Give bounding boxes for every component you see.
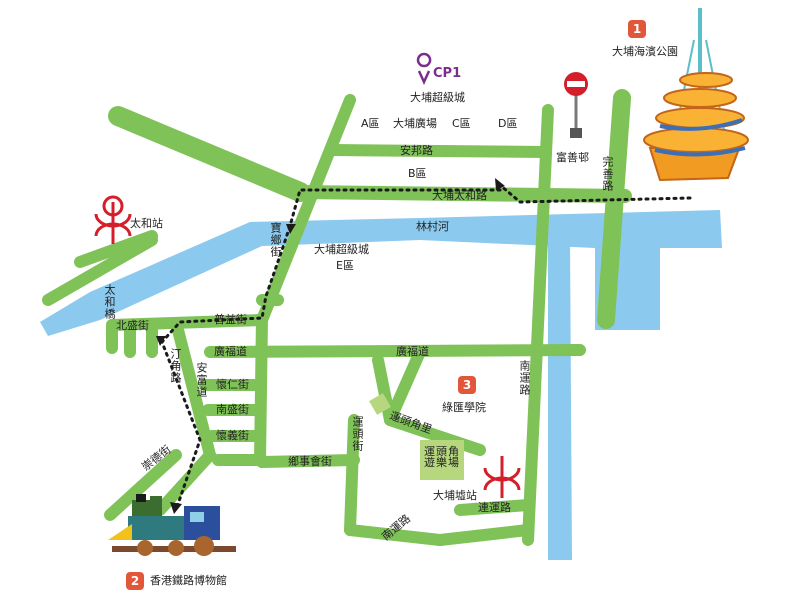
road-tai-po-tai-wo: 大埔太和路 [432, 189, 487, 202]
route-arrow-2 [286, 224, 296, 234]
river-lam-tsuen: 林村河 [416, 220, 449, 233]
landmark-3-badge: 3 [458, 376, 476, 394]
park-name: 大埔海濱公園 [612, 45, 678, 58]
playground-text: 運頭角遊樂場 [424, 445, 460, 469]
road-pak-shing: 北盛街 [116, 319, 149, 332]
road-po-yick: 普益街 [214, 313, 247, 326]
road-nam-shing: 南盛街 [216, 403, 249, 416]
road-lin-wan: 連運路 [478, 501, 511, 514]
tai-wo-station: 太和站 [130, 217, 163, 230]
route-arrow-1 [495, 178, 505, 190]
road-kwong-wan: 寶鄉街 [269, 222, 282, 258]
plaza-e-title: 大埔超級城 [314, 243, 369, 256]
road-yuen-shin: 完善路 [601, 156, 614, 192]
bus-stop-icon [564, 72, 588, 138]
road-tai-wo-bridge: 太和橋 [103, 284, 116, 320]
road-wan-tau: 運頭街 [351, 416, 364, 452]
playground-name: 運頭角遊樂場 [424, 446, 464, 468]
road-kwong-fuk-west: 廣福道 [214, 345, 247, 358]
zone-d: D區 [498, 117, 518, 130]
plaza-square: 大埔廣場 [393, 117, 437, 130]
map-pin-icon [416, 52, 432, 86]
mtr-icon [483, 456, 521, 498]
college-name: 綠匯學院 [442, 401, 486, 414]
road-wai-yi: 懷義街 [216, 429, 249, 442]
road-wai-yan: 懷仁街 [216, 378, 249, 391]
museum-name: 香港鐵路博物館 [150, 574, 227, 587]
checkpoint-label: CP1 [433, 66, 462, 81]
road-on-pong: 安邦路 [400, 144, 433, 157]
road-heung-sze-wui: 鄉事會街 [288, 455, 332, 468]
lam-tsuen-river [40, 210, 722, 560]
mtr-icon [94, 195, 132, 244]
roads [42, 89, 632, 546]
tai-po-market-station: 大埔墟站 [433, 489, 477, 502]
road-kwong-fuk-east: 廣福道 [396, 345, 429, 358]
road-ting-kok: 汀角路 [169, 348, 182, 384]
green-patch [369, 393, 391, 415]
road-on-fu: 安富道 [195, 362, 208, 398]
steam-train-icon [108, 494, 236, 556]
zone-a: A區 [361, 117, 380, 130]
lookout-tower-icon [643, 8, 749, 182]
road-nam-wan: 南運路 [518, 360, 531, 396]
zone-e: E區 [336, 259, 354, 272]
zone-c: C區 [452, 117, 471, 130]
walking-route [160, 183, 692, 512]
landmark-1-badge: 1 [628, 20, 646, 38]
route-arrow-3 [156, 336, 166, 346]
bus-stop-name: 富善邨 [556, 151, 589, 164]
playground-area [420, 440, 464, 480]
landmark-2-badge: 2 [126, 572, 144, 590]
route-arrow-4 [170, 502, 182, 514]
zone-b: B區 [408, 167, 427, 180]
plaza-title: 大埔超級城 [410, 91, 465, 104]
